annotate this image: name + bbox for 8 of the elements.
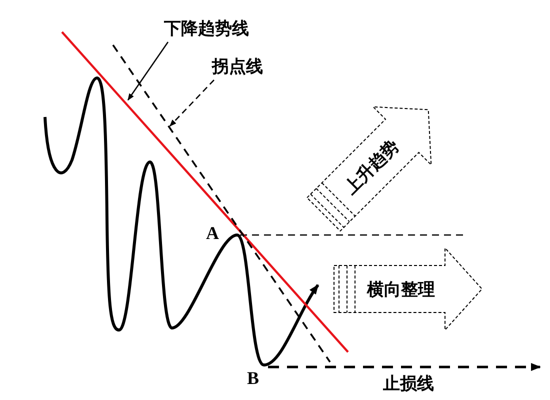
leader-arrow [170, 80, 214, 126]
line-label: 拐点线 [212, 58, 263, 77]
leader-arrow [127, 42, 169, 101]
line-label: 下降趋势线 [164, 20, 249, 39]
point-label: A [206, 224, 219, 244]
stop-loss-label: 止损线 [383, 375, 434, 394]
point-label: B [247, 369, 260, 389]
block-arrow: 横向整理 [333, 247, 483, 331]
